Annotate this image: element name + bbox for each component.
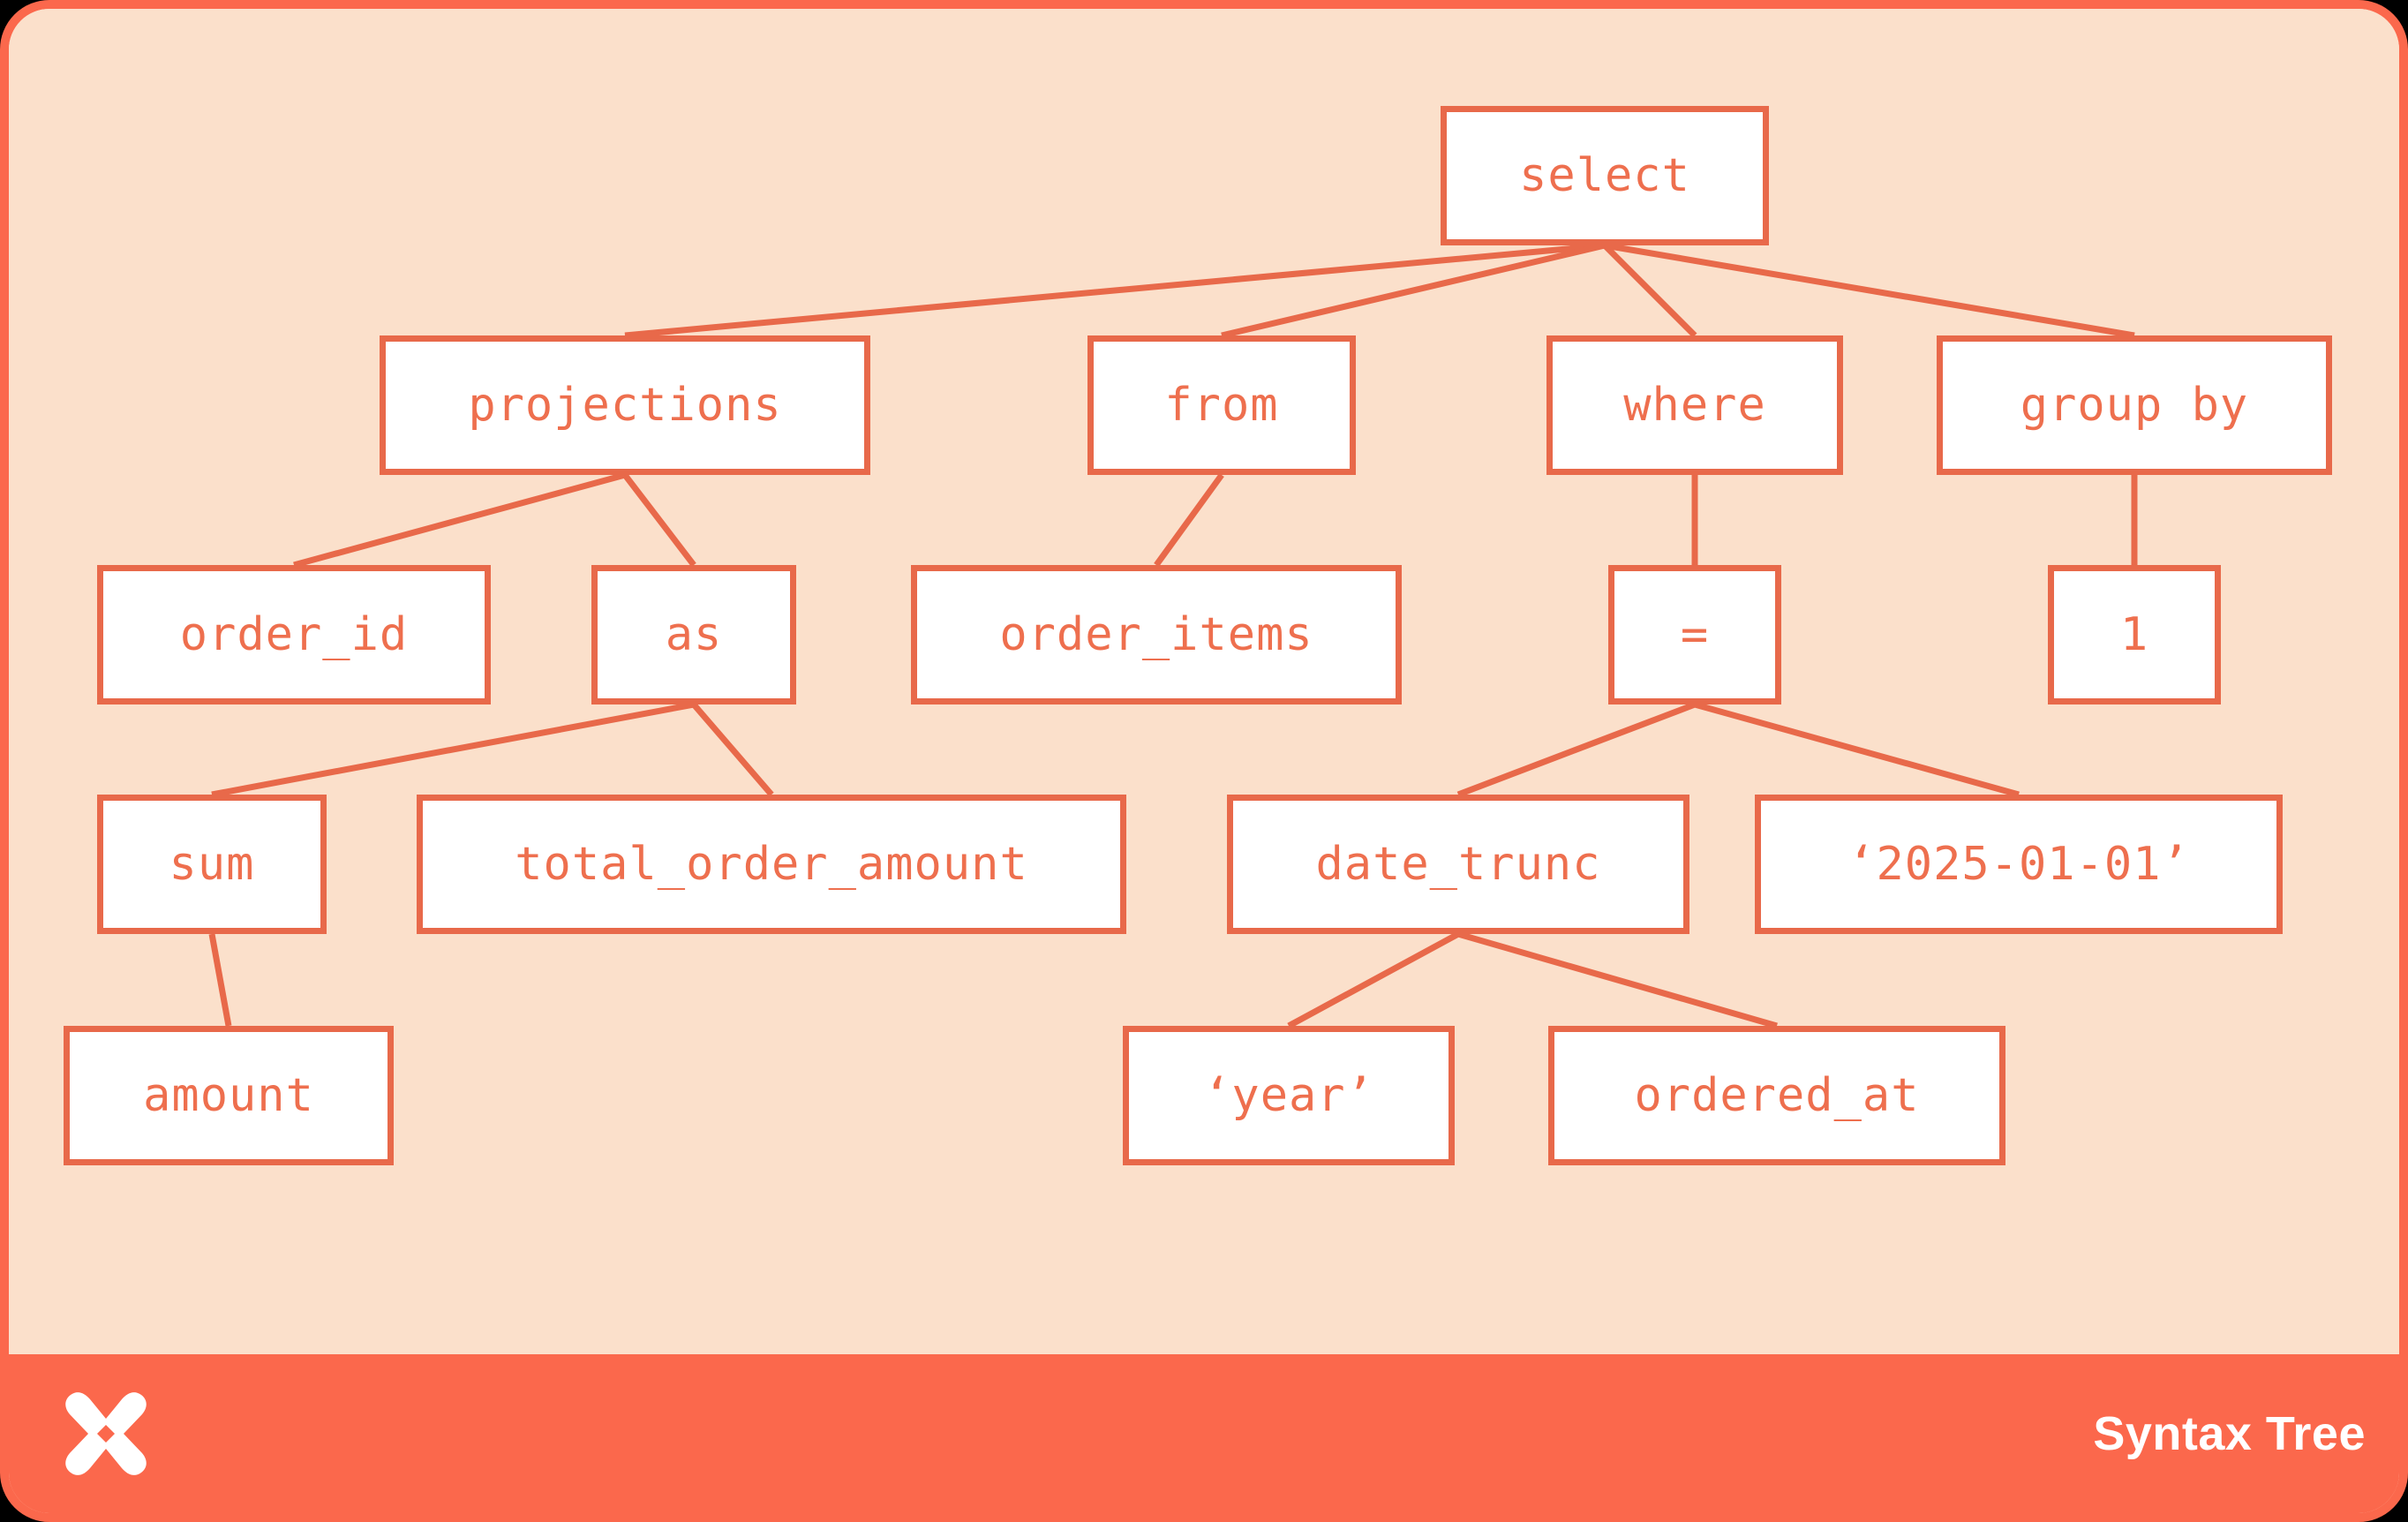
tree-node-select[interactable]: select: [1441, 106, 1769, 245]
tree-node-amount[interactable]: amount: [64, 1026, 394, 1165]
tree-edge-select-to-group-by: [1604, 242, 2135, 339]
tree-node-total-order-amount[interactable]: total_order_amount: [417, 795, 1126, 934]
tree-edge-date-trunc-to-year-literal: [1287, 931, 1460, 1029]
tree-node-year-literal[interactable]: ‘year’: [1123, 1026, 1455, 1165]
tree-node-from[interactable]: from: [1087, 335, 1356, 475]
tree-edge-select-to-from: [1221, 242, 1606, 339]
tree-edge-as-to-sum: [211, 701, 695, 798]
tree-edge-select-to-projections: [624, 242, 1606, 339]
tree-edge-projections-to-order-id: [293, 471, 626, 569]
x-mark-logo-icon: [60, 1391, 152, 1476]
tree-edge-from-to-order-items: [1154, 472, 1224, 568]
tree-node-date-trunc[interactable]: date_trunc: [1227, 795, 1689, 934]
tree-edge-equals-to-date-literal: [1694, 701, 2020, 798]
tree-node-group-by[interactable]: group by: [1937, 335, 2332, 475]
tree-edge-as-to-total-order-amount: [691, 702, 774, 797]
tree-edge-sum-to-amount: [208, 933, 232, 1027]
tree-edge-equals-to-date-trunc: [1456, 701, 1697, 798]
tree-edges: [208, 242, 2138, 1029]
tree-canvas: select projections from where group by order_…: [9, 9, 2399, 1372]
footer-title: Syntax Tree: [2093, 1407, 2366, 1460]
tree-edge-projections-to-as: [622, 472, 696, 568]
tree-node-order-items[interactable]: order_items: [911, 565, 1402, 704]
tree-node-where[interactable]: where: [1546, 335, 1843, 475]
tree-edge-select-to-where: [1602, 243, 1697, 338]
tree-node-date-literal[interactable]: ‘2025-01-01’: [1755, 795, 2283, 934]
tree-node-order-id[interactable]: order_id: [97, 565, 491, 704]
tree-node-one[interactable]: 1: [2048, 565, 2221, 704]
tree-node-sum[interactable]: sum: [97, 795, 327, 934]
tree-node-projections[interactable]: projections: [380, 335, 870, 475]
footer-bar: Syntax Tree: [9, 1354, 2399, 1513]
tree-node-ordered-at[interactable]: ordered_at: [1548, 1026, 2005, 1165]
tree-node-as[interactable]: as: [591, 565, 796, 704]
tree-node-equals[interactable]: =: [1608, 565, 1781, 704]
tree-edge-date-trunc-to-ordered-at: [1457, 931, 1778, 1029]
